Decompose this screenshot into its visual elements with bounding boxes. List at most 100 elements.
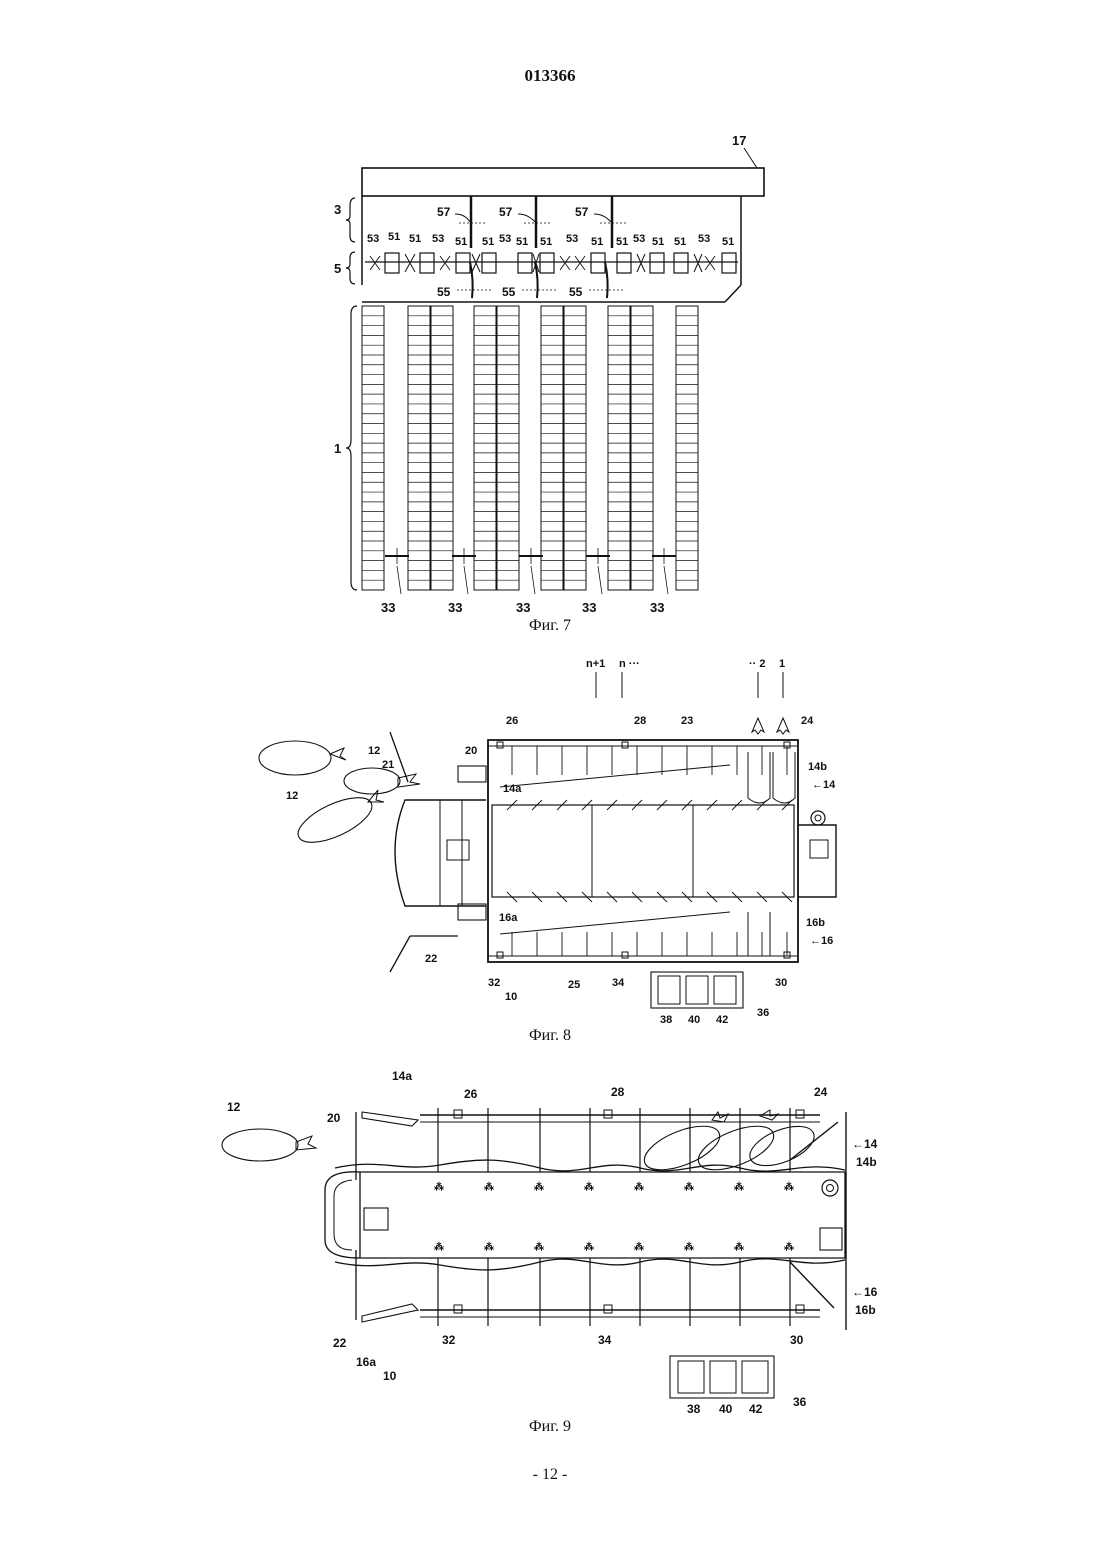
fig8-label-2: ·· 2 bbox=[749, 658, 766, 670]
fig8-caption: Фиг. 8 bbox=[450, 1027, 650, 1045]
fig7-label-57: 57 bbox=[499, 205, 513, 219]
fig7-label-33: 33 bbox=[650, 600, 664, 615]
svg-text:⁂: ⁂ bbox=[484, 1181, 494, 1193]
fig8-label-42: 42 bbox=[716, 1014, 728, 1026]
fig8-label-12: 12 bbox=[368, 745, 380, 757]
fig8-label-22: 22 bbox=[425, 953, 437, 965]
svg-text:⁂: ⁂ bbox=[634, 1181, 644, 1193]
svg-text:⁂: ⁂ bbox=[434, 1181, 444, 1193]
fig7-label-53: 53 bbox=[367, 233, 379, 245]
fig9-label-12: 12 bbox=[227, 1100, 241, 1114]
fig9-label-10: 10 bbox=[383, 1369, 397, 1383]
fig7-label-53: 53 bbox=[566, 233, 578, 245]
fig8-label-14: ←14 bbox=[812, 779, 836, 791]
fig9-label-40: 40 bbox=[719, 1402, 733, 1416]
page-number: - 12 - bbox=[0, 1466, 1100, 1484]
fig8-label-25: 25 bbox=[568, 979, 580, 991]
fig9-label-14a: 14a bbox=[392, 1069, 412, 1083]
fig7-label-53: 53 bbox=[499, 233, 511, 245]
fig8-label-30: 30 bbox=[775, 977, 787, 989]
fig7-label-33: 33 bbox=[582, 600, 596, 615]
fig8-label-21: 21 bbox=[382, 759, 394, 771]
fig8-label-26: 26 bbox=[506, 715, 518, 727]
fig9-label-16b: 16b bbox=[855, 1303, 876, 1317]
fig8-label-34: 34 bbox=[612, 977, 625, 989]
svg-text:⁂: ⁂ bbox=[584, 1181, 594, 1193]
fig9-label-14b: 14b bbox=[856, 1155, 877, 1169]
fig7-row-5-units: 53 51 51 53 51 51 53 51 51 53 51 51 53 5… bbox=[367, 231, 736, 273]
fig8-label-40: 40 bbox=[688, 1014, 700, 1026]
fig7-gates-33: 33 33 33 33 33 bbox=[381, 600, 664, 615]
fig8-label-14b: 14b bbox=[808, 761, 827, 773]
figure-8: n+1 n ··· ·· 2 1 bbox=[259, 658, 836, 1026]
svg-text:⁂: ⁂ bbox=[734, 1181, 744, 1193]
fig7-label-53: 53 bbox=[633, 233, 645, 245]
fig7-label-51: 51 bbox=[409, 233, 421, 245]
figure-7: 17 3 5 1 57 57 57 bbox=[334, 133, 764, 615]
fig7-bar-17 bbox=[362, 168, 764, 196]
fig7-label-51: 51 bbox=[652, 236, 664, 248]
fig7-label-53: 53 bbox=[698, 233, 710, 245]
fig9-label-30: 30 bbox=[790, 1333, 804, 1347]
fig7-label-51: 51 bbox=[516, 236, 528, 248]
fig7-caption: Фиг. 7 bbox=[450, 617, 650, 635]
fig7-label-33: 33 bbox=[381, 600, 395, 615]
fig8-label-32: 32 bbox=[488, 977, 500, 989]
fig9-label-36: 36 bbox=[793, 1395, 807, 1409]
fig9-label-28: 28 bbox=[611, 1085, 625, 1099]
fig9-label-20: 20 bbox=[327, 1111, 341, 1125]
fig7-label-55: 55 bbox=[502, 285, 516, 299]
fig7-label-3: 3 bbox=[334, 202, 341, 217]
fig9-label-34: 34 bbox=[598, 1333, 612, 1347]
fig8-labels: 26 28 23 24 20 12 21 12 14a 14b ←14 16a … bbox=[286, 715, 836, 1026]
fig8-label-n1: n+1 bbox=[586, 658, 605, 670]
svg-text:⁂: ⁂ bbox=[584, 1241, 594, 1253]
fig7-label-51: 51 bbox=[722, 236, 734, 248]
fig8-label-16b: 16b bbox=[806, 917, 825, 929]
fig9-label-16: ←16 bbox=[852, 1285, 878, 1299]
fig8-label-38: 38 bbox=[660, 1014, 672, 1026]
fig9-label-22: 22 bbox=[333, 1336, 347, 1350]
fig7-label-51: 51 bbox=[540, 236, 552, 248]
fig8-label-16: ←16 bbox=[810, 935, 833, 947]
fig7-label-51: 51 bbox=[455, 236, 467, 248]
svg-text:⁂: ⁂ bbox=[534, 1241, 544, 1253]
fig9-caption: Фиг. 9 bbox=[450, 1418, 650, 1436]
fig9-label-42: 42 bbox=[749, 1402, 763, 1416]
fig9-animals bbox=[222, 1110, 820, 1179]
fig7-label-51: 51 bbox=[482, 236, 494, 248]
fig7-label-53: 53 bbox=[432, 233, 444, 245]
fig8-label-36: 36 bbox=[757, 1007, 769, 1019]
fig7-label-51: 51 bbox=[591, 236, 603, 248]
fig9-label-38: 38 bbox=[687, 1402, 701, 1416]
svg-text:⁂: ⁂ bbox=[684, 1241, 694, 1253]
fig7-label-1: 1 bbox=[334, 441, 341, 456]
fig7-label-33: 33 bbox=[516, 600, 530, 615]
fig7-label-57: 57 bbox=[437, 205, 451, 219]
fig7-label-55: 55 bbox=[437, 285, 451, 299]
fig8-label-10: 10 bbox=[505, 991, 517, 1003]
svg-text:⁂: ⁂ bbox=[634, 1241, 644, 1253]
fig8-label-24: 24 bbox=[801, 715, 814, 727]
fig9-label-32: 32 bbox=[442, 1333, 456, 1347]
svg-text:⁂: ⁂ bbox=[534, 1181, 544, 1193]
fig9-label-26: 26 bbox=[464, 1087, 478, 1101]
fig7-dividers-55: 55 55 55 bbox=[437, 262, 624, 299]
fig8-label-23: 23 bbox=[681, 715, 693, 727]
fig7-label-51: 51 bbox=[388, 231, 400, 243]
svg-text:⁂: ⁂ bbox=[734, 1241, 744, 1253]
fig8-label-1: 1 bbox=[779, 658, 785, 670]
svg-text:⁂: ⁂ bbox=[434, 1241, 444, 1253]
fig8-label-28: 28 bbox=[634, 715, 646, 727]
fig9-label-16a: 16a bbox=[356, 1355, 376, 1369]
fig7-stall-columns bbox=[362, 306, 698, 594]
fig7-label-33: 33 bbox=[448, 600, 462, 615]
fig9-label-24: 24 bbox=[814, 1085, 828, 1099]
fig8-label-16a: 16a bbox=[499, 912, 518, 924]
fig7-label-51: 51 bbox=[674, 236, 686, 248]
fig8-label-20: 20 bbox=[465, 745, 477, 757]
fig7-label-17: 17 bbox=[732, 133, 746, 148]
fig7-label-5: 5 bbox=[334, 261, 341, 276]
fig7-label-55: 55 bbox=[569, 285, 583, 299]
